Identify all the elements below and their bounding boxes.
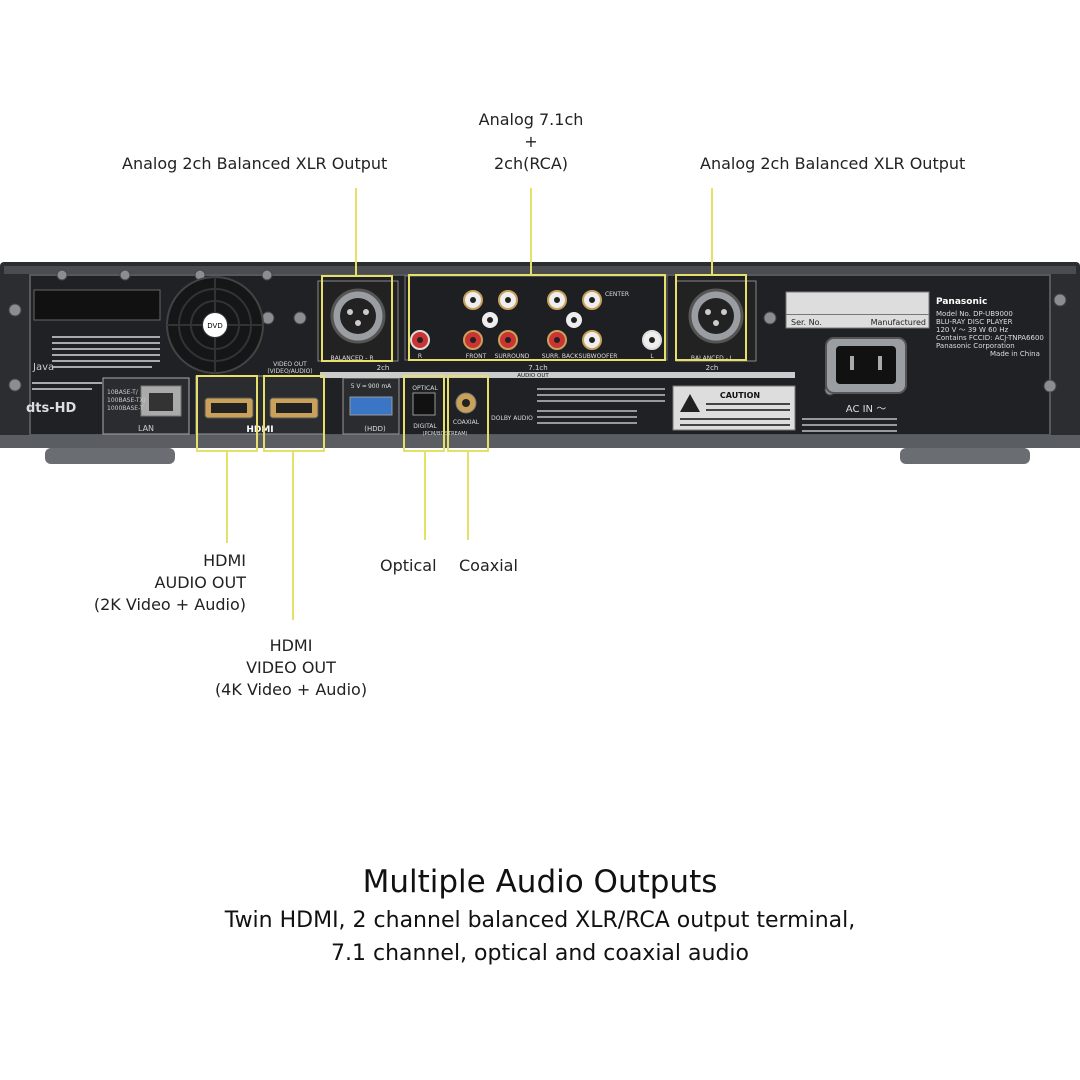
svg-text:7.1ch: 7.1ch <box>528 364 547 372</box>
callout-coaxial: Coaxial <box>459 556 518 575</box>
highlight-rca <box>408 274 666 361</box>
lan-label: LAN <box>138 424 154 433</box>
svg-text:120 V ～ 39 W 60 Hz: 120 V ～ 39 W 60 Hz <box>936 326 1008 334</box>
hdmi-logo: HDMI <box>246 425 273 435</box>
svg-text:Model No. DP-UB9000: Model No. DP-UB9000 <box>936 310 1013 318</box>
svg-text:Manufactured: Manufactured <box>871 318 926 327</box>
foot-right <box>900 448 1030 464</box>
svg-text:CENTER: CENTER <box>605 291 629 298</box>
callout-optical: Optical <box>380 556 437 575</box>
svg-text:100BASE-TX/: 100BASE-TX/ <box>107 397 147 404</box>
svg-text:Panasonic Corporation: Panasonic Corporation <box>936 342 1015 350</box>
svg-text:BLU-RAY DISC PLAYER: BLU-RAY DISC PLAYER <box>936 318 1013 326</box>
java-logo: Java <box>32 362 54 373</box>
callout-analog-71: Analog 7.1ch + 2ch(RCA) <box>478 110 584 173</box>
svg-text:FRONT: FRONT <box>466 353 487 360</box>
callout-hdmi-audio: HDMI AUDIO OUT (2K Video + Audio) <box>93 551 246 614</box>
callout-xlr-right: Analog 2ch Balanced XLR Output <box>122 154 388 173</box>
serial-plate <box>785 291 930 329</box>
svg-text:(HDD): (HDD) <box>364 425 386 433</box>
svg-text:2ch: 2ch <box>377 364 390 372</box>
svg-text:Ser. No.: Ser. No. <box>791 318 822 327</box>
svg-text:1000BASE-T: 1000BASE-T <box>107 405 144 412</box>
ac-in-label: AC IN ～ <box>846 404 886 415</box>
callout-xlr-left: Analog 2ch Balanced XLR Output <box>700 154 966 173</box>
callout-hdmi-video: HDMI VIDEO OUT (4K Video + Audio) <box>214 636 368 699</box>
svg-text:DIGITAL: DIGITAL <box>413 423 437 430</box>
brand-label: Panasonic <box>936 297 987 307</box>
usb-port <box>349 396 393 416</box>
svg-text:CAUTION: CAUTION <box>720 391 760 400</box>
svg-text:2ch: 2ch <box>706 364 719 372</box>
svg-text:(VIDEO/AUDIO): (VIDEO/AUDIO) <box>267 368 312 375</box>
svg-text:SUBWOOFER: SUBWOOFER <box>579 353 618 360</box>
svg-text:OPTICAL: OPTICAL <box>412 385 438 392</box>
optical-port <box>412 392 436 416</box>
svg-text:10BASE-T/: 10BASE-T/ <box>107 389 139 396</box>
svg-text:AUDIO OUT: AUDIO OUT <box>517 373 549 379</box>
foot-left <box>45 448 175 464</box>
svg-text:5 V ═ 900 mA: 5 V ═ 900 mA <box>351 383 392 390</box>
svg-text:SURR. BACK: SURR. BACK <box>542 353 579 360</box>
dts-logo: dts-HD <box>26 401 77 416</box>
rca-jacks <box>410 290 662 350</box>
svg-text:(PCM/BITSTREAM): (PCM/BITSTREAM) <box>423 431 468 437</box>
footer-subtitle: Twin HDMI, 2 channel balanced XLR/RCA ou… <box>224 908 856 966</box>
svg-text:BALANCED - L: BALANCED - L <box>691 355 734 362</box>
svg-text:Contains FCCID: ACJ-TNPA6600: Contains FCCID: ACJ-TNPA6600 <box>936 334 1044 342</box>
svg-text:L: L <box>650 353 654 360</box>
svg-text:Made in China: Made in China <box>990 350 1040 358</box>
footer-title: Multiple Audio Outputs <box>362 864 718 900</box>
svg-text:R: R <box>418 353 422 360</box>
dvd-logo: DVD <box>207 322 222 330</box>
svg-text:BALANCED - R: BALANCED - R <box>330 355 373 362</box>
svg-text:SURROUND: SURROUND <box>495 353 530 360</box>
svg-text:VIDEO OUT: VIDEO OUT <box>273 361 307 368</box>
svg-text:COAXIAL: COAXIAL <box>453 419 480 426</box>
dolby-logo: DOLBY AUDIO <box>491 415 533 422</box>
